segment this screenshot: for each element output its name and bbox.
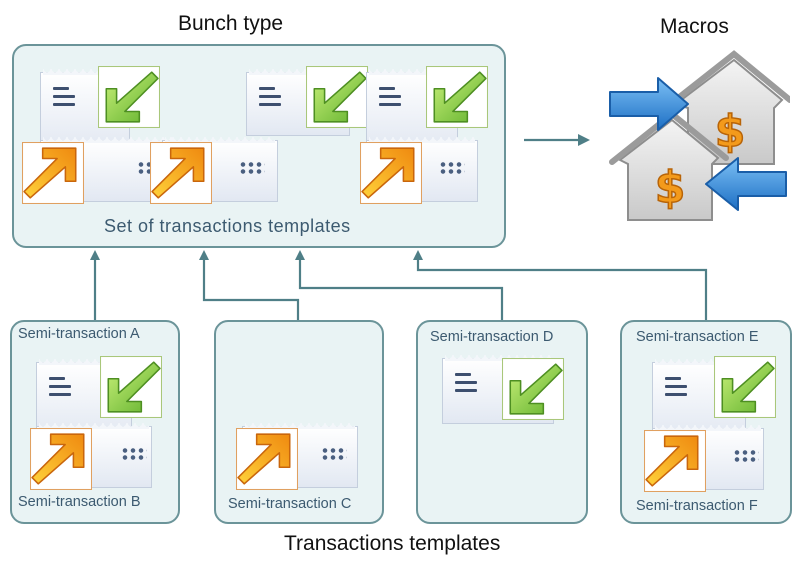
svg-text:$: $ [655, 162, 686, 213]
semi-transaction-e-label: Semi-transaction E [636, 329, 759, 345]
house-dollar-exchange-icon: $ $ [609, 50, 790, 221]
connector-e-head [413, 250, 423, 260]
green-incoming-arrow-icon [502, 358, 564, 420]
macros-title: Macros [660, 15, 729, 38]
green-incoming-arrow-icon [306, 66, 368, 128]
orange-outgoing-arrow-icon [644, 430, 706, 492]
green-incoming-arrow-icon [100, 356, 162, 418]
semi-transaction-b-label: Semi-transaction B [18, 494, 141, 510]
transactions-templates-title: Transactions templates [284, 532, 501, 555]
orange-outgoing-arrow-icon [30, 428, 92, 490]
orange-outgoing-arrow-icon [22, 142, 84, 204]
macro-arrow-head [578, 134, 590, 146]
connector-e [416, 258, 708, 320]
semi-transaction-c-label: Semi-transaction C [228, 496, 352, 512]
semi-transaction-ef-box: Semi-transaction E Semi-transaction F [620, 320, 792, 524]
connector-d-head [295, 250, 305, 260]
orange-outgoing-arrow-icon [236, 428, 298, 490]
orange-outgoing-arrow-icon [360, 142, 422, 204]
green-incoming-arrow-icon [98, 66, 160, 128]
semi-transaction-d-box: Semi-transaction D [416, 320, 588, 524]
connector-c [202, 258, 300, 320]
connector-d [298, 258, 504, 320]
semi-transaction-f-label: Semi-transaction F [636, 498, 758, 514]
semi-transaction-a-label: Semi-transaction A [18, 326, 140, 342]
green-incoming-arrow-icon [714, 356, 776, 418]
bunch-type-box: Set of transactions templates [12, 44, 506, 248]
connector-a-head [90, 250, 100, 260]
orange-outgoing-arrow-icon [150, 142, 212, 204]
green-incoming-arrow-icon [426, 66, 488, 128]
semi-transaction-d-label: Semi-transaction D [430, 329, 554, 345]
connector-c-head [199, 250, 209, 260]
semi-transaction-c-box: Semi-transaction C [214, 320, 384, 524]
semi-transaction-ab-box: Semi-transaction A Semi-transaction B [10, 320, 180, 524]
svg-text:$: $ [715, 106, 746, 157]
bunch-type-title: Bunch type [178, 12, 284, 35]
set-of-transactions-label: Set of transactions templates [104, 216, 351, 236]
